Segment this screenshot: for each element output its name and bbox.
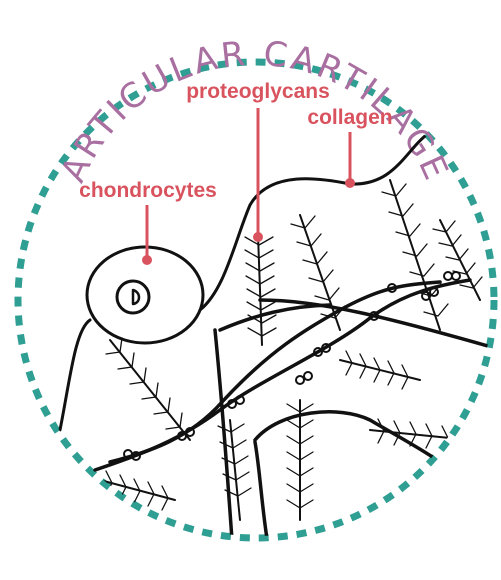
label-proteoglycans: proteoglycans: [186, 80, 330, 103]
proteoglycan-1: [245, 235, 276, 345]
proteoglycans-callout-dot: [253, 232, 263, 242]
label-chondrocytes: chondrocytes: [79, 179, 217, 202]
proteoglycan-10: [433, 220, 482, 300]
label-collagen: collagen: [307, 106, 392, 129]
collagen-callout-dot: [345, 178, 355, 188]
chondrocytes-callout-dot: [142, 255, 152, 265]
proteoglycan-4: [340, 351, 420, 389]
proteoglycan-3: [382, 180, 448, 330]
matrix-boundary: [60, 132, 430, 430]
nucleolus: [133, 290, 139, 304]
proteoglycan-5: [106, 338, 190, 440]
proteoglycan-brushes: [100, 180, 482, 520]
